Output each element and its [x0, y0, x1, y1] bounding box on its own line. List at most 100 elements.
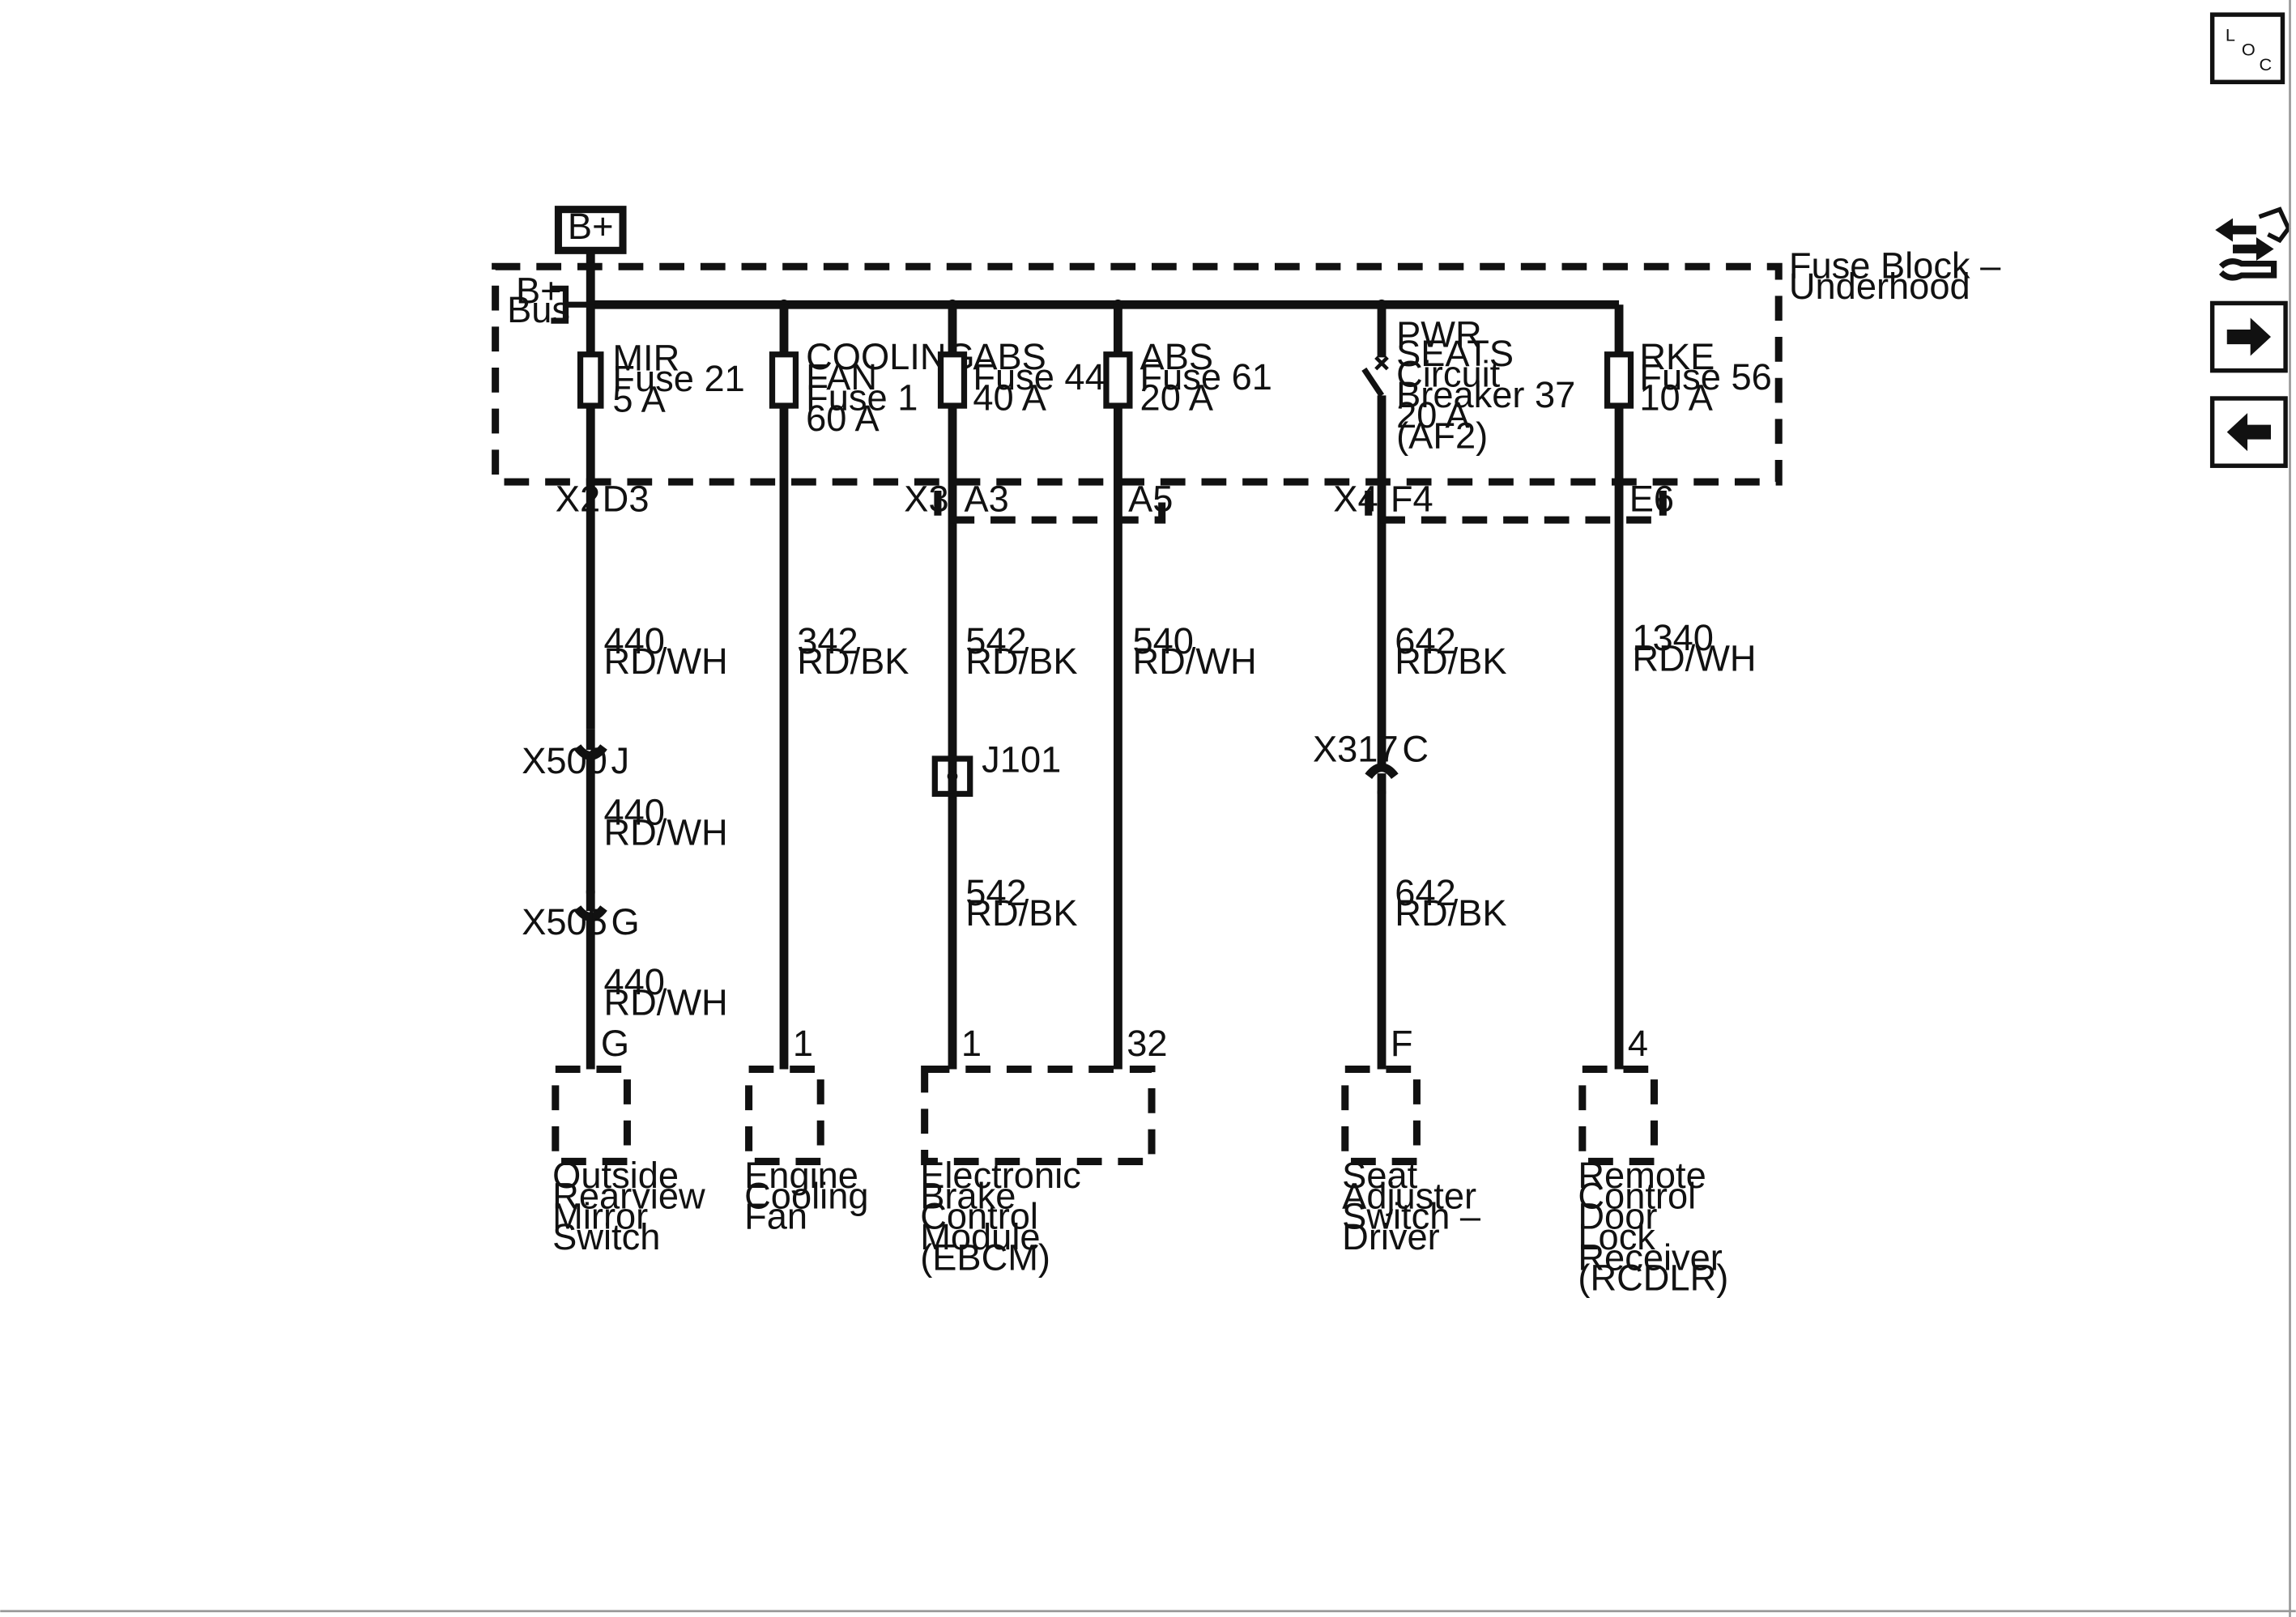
ebcm-pin1-label: 1: [961, 1023, 982, 1064]
loc-letter-l: L: [2226, 25, 2235, 45]
wire-542-low-number: 542: [965, 872, 1026, 913]
seat-name-1: Seat: [1342, 1155, 1417, 1196]
next-page-button[interactable]: [2209, 300, 2288, 373]
ebcm-name-3: Control: [920, 1196, 1038, 1237]
connector-x3-label: X3: [904, 478, 948, 519]
rke-fuse-number: Fuse 56: [1639, 356, 1771, 398]
fuse-block-label-1: Fuse Block –: [1789, 245, 2001, 287]
wire-342-number: 342: [797, 620, 858, 662]
rcdlr-name-1: Remote: [1578, 1155, 1706, 1196]
ebcm-name-5: (EBCM): [920, 1236, 1050, 1278]
wire-1340-color: RD/WH: [1632, 637, 1756, 679]
wire-440-mid-number: 440: [604, 791, 665, 832]
fan-name-3: Fan: [744, 1196, 807, 1237]
fuse-block-outline: [492, 262, 1783, 486]
abs44-fuse-name: ABS: [973, 336, 1046, 377]
pwr-breaker-number: Breaker 37: [1396, 374, 1575, 415]
arrow-left-icon: [2226, 413, 2272, 452]
abs44-fuse-number: Fuse 44: [973, 356, 1105, 398]
rcdlr-name-6: (RCDLR): [1578, 1257, 1728, 1299]
rke-fuse-name: RKE: [1639, 336, 1715, 377]
pwr-breaker-rating: 20 A: [1396, 394, 1470, 436]
ebcm-name-2: Brake: [920, 1175, 1016, 1216]
seat-name-3: Switch –: [1342, 1196, 1481, 1237]
pin-d3-label: D3: [603, 478, 650, 519]
inline-connector-x505[interactable]: [573, 890, 607, 921]
mirror-name-4: Switch: [552, 1216, 660, 1257]
component-rcdlr[interactable]: [1578, 1065, 1658, 1165]
abs44-fuse-rating: 40 A: [973, 377, 1046, 418]
fan-name-2: Cooling: [744, 1175, 868, 1216]
cooling-fuse-name-2: FAN: [806, 356, 877, 398]
rcdlr-name-5: Receiver: [1578, 1236, 1722, 1278]
j101-label: J101: [982, 738, 1061, 780]
wire-1340-number: 1340: [1632, 617, 1714, 658]
loc-letter-o: O: [2242, 40, 2256, 60]
rcdlr-name-3: Door: [1578, 1196, 1657, 1237]
circuit-breaker-37-symbol: [1361, 355, 1389, 398]
seat-name-4: Driver: [1342, 1216, 1440, 1257]
inline-connector-x317[interactable]: [1365, 763, 1399, 794]
wire-440-low-number: 440: [604, 961, 665, 1002]
wire-342-color: RD/BK: [797, 640, 909, 682]
wire-540-number: 540: [1133, 620, 1194, 662]
splice-pack-j101[interactable]: [931, 755, 973, 798]
loc-letter-c: C: [2260, 54, 2273, 74]
pin-a5-label: A5: [1128, 478, 1173, 519]
rcdlr-pin-label: 4: [1628, 1023, 1648, 1064]
fan-pin-label: 1: [793, 1023, 813, 1064]
arrow-right-icon: [2226, 317, 2272, 356]
mir-fuse-symbol: [577, 351, 604, 409]
x317-pin-label: C: [1402, 729, 1429, 770]
cooling-fuse-number: Fuse 1: [806, 377, 918, 418]
component-ebcm[interactable]: [921, 1065, 1156, 1165]
wire-440-color: RD/WH: [604, 640, 728, 682]
mir-fuse-rating: 5 A: [612, 378, 666, 419]
abs61-fuse-name: ABS: [1140, 336, 1213, 377]
wire-542-color: RD/BK: [965, 640, 1077, 682]
cooling-fuse-rating: 60 A: [806, 398, 880, 439]
bus-label-2: Bus: [507, 289, 570, 330]
pwr-breaker-name-2: SEATS: [1396, 333, 1514, 374]
ebcm-name-1: Electronic: [920, 1155, 1081, 1196]
pwr-breaker-name-3: Circuit: [1396, 354, 1501, 395]
abs61-fuse-rating: 20 A: [1140, 377, 1214, 418]
connector-x2-label: X2: [556, 478, 600, 519]
connector-wrench-icon: [2215, 206, 2291, 281]
abs61-fuse-number: Fuse 61: [1140, 356, 1272, 398]
component-seat-adjuster-switch[interactable]: [1341, 1065, 1421, 1165]
connector-x3-outline: [934, 490, 1166, 524]
rke-fuse-symbol: [1604, 351, 1634, 409]
wire-440-mid-color: RD/WH: [604, 812, 728, 853]
connector-end-view-button[interactable]: [2215, 206, 2291, 281]
pin-a3-label: A3: [964, 478, 1008, 519]
seat-pin-label: F: [1391, 1023, 1413, 1064]
wire-642-low-number: 642: [1395, 872, 1455, 913]
battery-source[interactable]: B+: [554, 206, 627, 254]
x500-pin-label: J: [611, 740, 630, 781]
loc-button[interactable]: L O C: [2209, 12, 2285, 85]
wire-440-number: 440: [604, 620, 665, 662]
previous-page-button[interactable]: [2209, 396, 2288, 468]
ebcm-name-4: Module: [920, 1216, 1040, 1257]
rke-fuse-rating: 10 A: [1639, 377, 1713, 418]
rcdlr-name-2: Control: [1578, 1175, 1696, 1216]
mirror-name-2: Rearview: [552, 1175, 705, 1216]
cooling-fan-fuse-symbol: [769, 351, 799, 409]
seat-name-2: Adjuster: [1342, 1175, 1476, 1216]
wire-542-low-color: RD/BK: [965, 892, 1077, 934]
wire-440-low-color: RD/WH: [604, 982, 728, 1023]
wire-540-color: RD/WH: [1133, 640, 1257, 682]
mirror-name-3: Mirror: [552, 1196, 648, 1237]
component-mirror-switch[interactable]: [552, 1065, 631, 1165]
inline-connector-x500[interactable]: [573, 729, 607, 760]
pin-e6-label: E6: [1629, 478, 1674, 519]
wire-642-number: 642: [1395, 620, 1455, 662]
wire-642-low-color: RD/BK: [1395, 892, 1506, 934]
component-engine-cooling-fan[interactable]: [745, 1065, 824, 1165]
abs44-fuse-symbol: [937, 351, 968, 409]
ebcm-pin32-label: 32: [1127, 1023, 1167, 1064]
wire-642-color: RD/BK: [1395, 640, 1506, 682]
x505-pin-label: G: [611, 901, 640, 943]
